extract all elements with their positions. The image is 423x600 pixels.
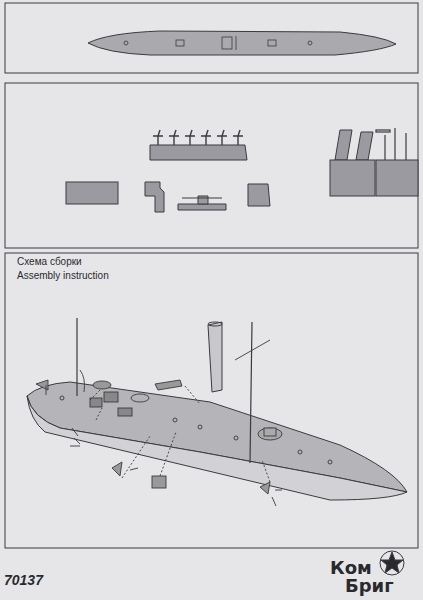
gun-part bbox=[217, 130, 227, 145]
deck-fittings bbox=[60, 392, 332, 464]
gun-part bbox=[233, 130, 243, 145]
gun-part bbox=[185, 130, 195, 145]
funnel-top bbox=[208, 322, 222, 326]
gun-part bbox=[169, 130, 179, 145]
section-heading: Assembly instruction bbox=[17, 270, 109, 281]
panel-frame bbox=[5, 253, 418, 548]
hull-side bbox=[27, 396, 407, 500]
deck-detail bbox=[124, 36, 312, 50]
funnel bbox=[208, 322, 222, 392]
logo-star bbox=[381, 552, 403, 573]
section-heading: Схема сборки bbox=[17, 256, 82, 267]
logo-ring bbox=[380, 551, 404, 575]
panel-frame bbox=[5, 83, 418, 248]
panel-frame bbox=[5, 3, 418, 73]
brand-logo: Бриг bbox=[345, 575, 394, 596]
mast-parts bbox=[182, 128, 406, 198]
kit-number: 70137 bbox=[4, 572, 43, 588]
masts bbox=[77, 318, 252, 463]
sprue-parts bbox=[66, 130, 418, 212]
brand-logo: Ком bbox=[330, 557, 372, 578]
gun-part bbox=[201, 130, 211, 145]
loose-parts bbox=[36, 340, 282, 506]
deck-part bbox=[88, 31, 396, 55]
gun-part bbox=[153, 130, 163, 145]
